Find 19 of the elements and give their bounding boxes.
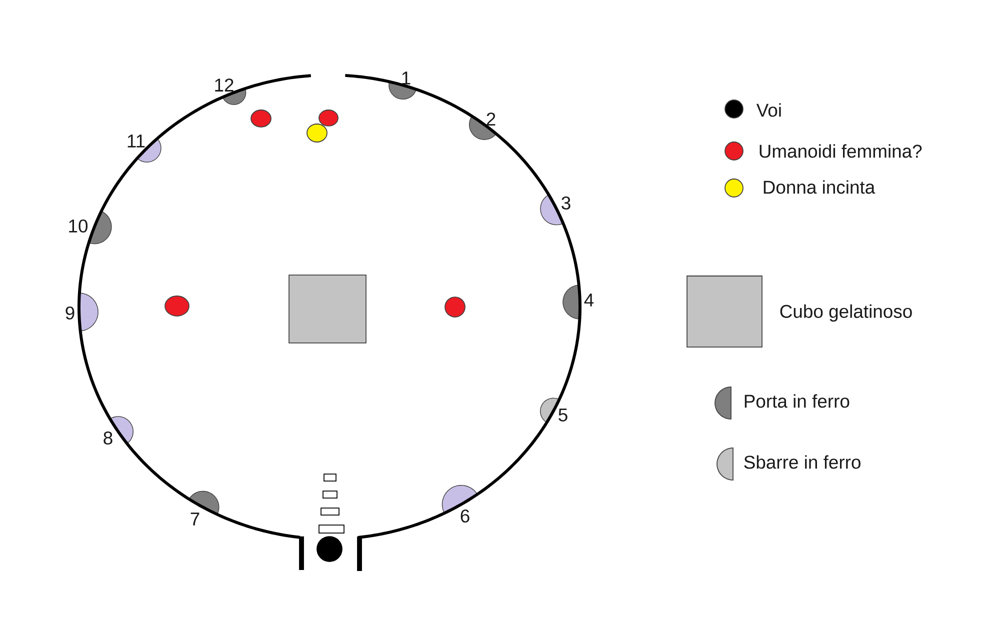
square-block [288, 274, 366, 344]
callout-number: 8 [104, 432, 112, 445]
callout-number: 4 [584, 294, 594, 306]
callout-number: 6 [460, 510, 470, 523]
legend-label: Porta in ferro [744, 394, 850, 408]
callout-number: 7 [190, 512, 200, 526]
callout-number: 1 [402, 72, 410, 84]
legend-label: Cubo gelatinoso [780, 304, 912, 322]
callout-number: 5 [558, 408, 568, 422]
callout-number: 12 [215, 78, 234, 92]
callout-number: 9 [66, 306, 74, 320]
callout-number: 10 [69, 219, 88, 233]
legend-label: Sbarre in ferro [744, 455, 860, 469]
legend-label: Voi [756, 103, 781, 117]
callout-number: 3 [562, 196, 570, 210]
legend-label: Umanoidi femmina? [760, 144, 922, 158]
callout-number: 2 [486, 112, 496, 126]
legend-label: Donna incinta [764, 180, 876, 194]
callout-number: 11 [128, 134, 145, 148]
